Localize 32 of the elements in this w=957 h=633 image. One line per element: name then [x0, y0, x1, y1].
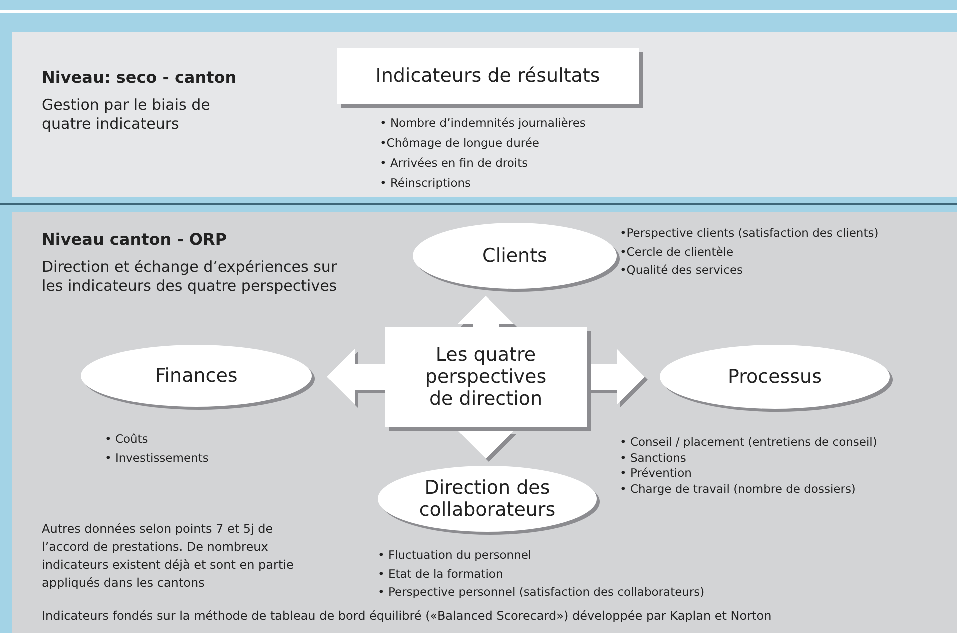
bullet-item: •Qualité des services: [620, 262, 744, 279]
bullet-item: •Chômage de longue durée: [380, 135, 541, 152]
note-text: Autres données selon points 7 et 5j de l’accord de prestations. De nombreux indicateurs existent déjà et sont en partie appliqués dans les cantons: [42, 521, 295, 592]
bullet-item: • Nombre d’indemnités journalières: [380, 115, 586, 132]
perspective-ellipse: Processus: [657, 342, 893, 412]
bullet-item: • Perspective personnel (satisfaction des collaborateurs): [378, 584, 705, 601]
level-panel: [12, 32, 957, 197]
bullet-item: • Charge de travail (nombre de dossiers): [620, 482, 857, 497]
bullet-item: • Conseil / placement (entretiens de conseil): [620, 435, 878, 450]
block-arrow: [458, 296, 514, 327]
perspective-ellipse: Clients: [410, 220, 620, 292]
bullet-item: • Fluctuation du personnel: [378, 547, 533, 564]
perspective-ellipse: Direction des collaborateurs: [375, 463, 600, 535]
block-arrow: [327, 349, 385, 405]
level-description: Direction et échange d’expériences sur les indicateurs des quatre perspectives: [42, 258, 338, 296]
level-title: Niveau: seco - canton: [42, 68, 237, 87]
bullet-item: • Prévention: [620, 466, 693, 482]
bullet-item: • Réinscriptions: [380, 175, 472, 192]
bullet-item: • Investissements: [105, 450, 209, 466]
level-title: Niveau canton - ORP: [42, 230, 228, 249]
bullet-item: • Coûts: [105, 431, 150, 448]
bullet-item: • Etat de la formation: [378, 566, 504, 582]
indicator-box: Indicateurs de résultats: [337, 48, 639, 104]
bullet-item: • Arrivées en fin de droits: [380, 155, 530, 172]
indicator-box: Les quatre perspectives de direction: [385, 327, 587, 427]
perspective-ellipse: Finances: [78, 342, 315, 410]
level-description: Gestion par le biais de quatre indicateurs: [42, 96, 212, 134]
note-text: Indicateurs fondés sur la méthode de tableau de bord équilibré («Balanced Scorecard») développée par Kaplan et Norton: [42, 608, 773, 625]
bullet-item: • Sanctions: [620, 450, 688, 466]
bullet-item: •Perspective clients (satisfaction des clients): [620, 225, 879, 242]
level-panel: [12, 212, 957, 633]
bullet-item: •Cercle de clientèle: [620, 244, 735, 260]
